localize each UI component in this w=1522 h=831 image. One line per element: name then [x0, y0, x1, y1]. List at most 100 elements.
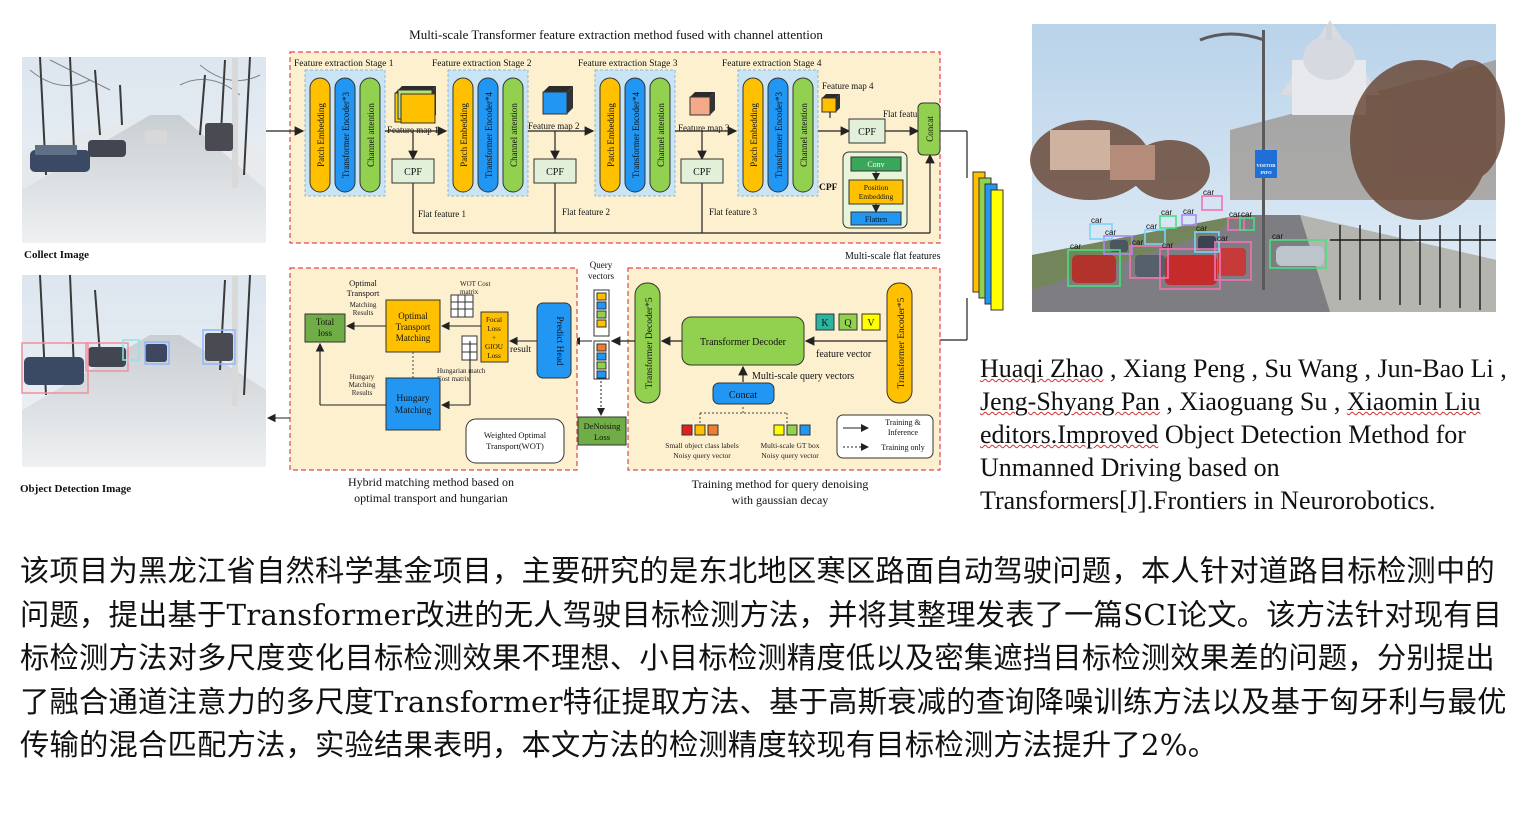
s2-encoder-text: Transformer Encoder*4	[484, 92, 494, 178]
cpf-2-text: CPF	[546, 167, 564, 178]
stage-2-label: Feature extraction Stage 2	[432, 59, 532, 69]
predict-head-box: Predict Head	[536, 302, 572, 379]
transformer-decoder-5: Transformer Decoder*5	[634, 282, 661, 404]
cpf-box-3: CPF	[680, 158, 724, 184]
decoder-box-text: Transformer Decoder	[700, 337, 787, 348]
car-label-8: car	[1091, 216, 1102, 225]
feature-map-1-cube	[394, 86, 436, 124]
car-label-12: car	[1229, 210, 1240, 219]
sign-text-2: INFO	[1260, 170, 1272, 175]
feature-vector-label: feature vector	[816, 349, 872, 360]
s4-attn-text: Channel attention	[799, 103, 809, 167]
car-label-2: car	[1162, 241, 1173, 250]
feature-map-1-label: Feature map 1	[387, 125, 438, 135]
s1-attn-text: Channel attention	[366, 103, 376, 167]
ref-part-5: Xiaomin Liu	[1346, 387, 1481, 416]
decoder5-text: Transformer Decoder*5	[644, 297, 655, 388]
car-label-14: car	[1241, 210, 1252, 219]
encoder5-text: Transformer Encoder*5	[896, 297, 907, 388]
denoising-loss-box: DeNoising Loss	[577, 416, 627, 446]
cpf-box-2: CPF	[533, 158, 577, 184]
legend-small-line1: Small object class labels	[665, 441, 739, 450]
s2-attn-text: Channel attention	[509, 103, 519, 167]
detection-image-photo	[21, 274, 266, 467]
car-label-9: car	[1146, 222, 1157, 231]
cpf-1-text: CPF	[404, 167, 422, 178]
flat-feature-1-label: Flat feature 1	[418, 209, 466, 219]
query-vector-stack	[593, 289, 610, 380]
hybrid-caption-2: optimal transport and hungarian	[354, 491, 508, 505]
multi-scale-flat-stack	[972, 171, 1004, 311]
s3-patch-text: Patch Embedding	[606, 103, 616, 167]
collect-image-photo	[22, 56, 266, 243]
flat-feature-4-label: Flat feature 4	[883, 109, 931, 119]
ref-part-2: , Xiang Peng , Su Wang , Jun-Bao Li ,	[1103, 354, 1507, 383]
cpf-box-1: CPF	[391, 158, 435, 184]
gt-box-squares	[773, 424, 811, 436]
car-label-10: car	[1161, 208, 1172, 217]
s1-patch-text: Patch Embedding	[316, 103, 326, 167]
small-object-squares	[681, 424, 719, 436]
street-detection-photo: VISITOR INFO	[1030, 20, 1505, 312]
car-label-1: car	[1070, 242, 1081, 251]
hybrid-caption-1: Hybrid matching method based on	[348, 475, 514, 489]
concat-box-bottom: Concat	[712, 382, 775, 405]
training-caption-2: with gaussian decay	[732, 493, 829, 507]
feature-map-3-cube	[689, 92, 715, 116]
ref-part-1: Huaqi Zhao	[980, 354, 1104, 383]
flat-feature-3-label: Flat feature 3	[709, 207, 757, 217]
feature-map-3-label: Feature map 3	[678, 123, 730, 133]
cpf-conv-text: Conv	[867, 160, 884, 169]
stage-4-label: Feature extraction Stage 4	[722, 59, 822, 69]
training-caption-1: Training method for query denoising	[692, 477, 869, 491]
ref-part-8: Object Detection Method for Unmanned Dri…	[980, 420, 1466, 515]
legend-train-infer-2: Inference	[888, 428, 919, 437]
q-text: Q	[844, 318, 852, 329]
cpf-4-text: CPF	[858, 127, 876, 138]
concat-top-text: Concat	[925, 116, 935, 142]
stage-1-block: Patch Embedding Transformer Encoder*3 Ch…	[304, 69, 386, 197]
cpf-detail-label: CPF	[819, 183, 838, 193]
legend-gt-line2: Noisy query vector	[761, 451, 819, 460]
denoising-2: Loss	[594, 432, 610, 442]
result-label: result	[510, 345, 531, 355]
concat-bottom-text: Concat	[729, 390, 758, 401]
sign-text-1: VISITOR	[1257, 163, 1277, 168]
cpf-box-4: CPF	[848, 118, 886, 144]
stage-1-label: Feature extraction Stage 1	[294, 59, 394, 69]
legend-train-only: Training only	[881, 443, 925, 452]
s4-encoder-text: Transformer Encoder*3	[774, 92, 784, 178]
flat-feature-2-label: Flat feature 2	[562, 207, 610, 217]
legend-train-infer-1: Training &	[885, 418, 921, 427]
feature-map-2-cube	[542, 86, 573, 115]
query-vectors-2: vectors	[588, 271, 614, 281]
denoising-1: DeNoising	[584, 421, 622, 431]
project-description: 该项目为黑龙江省自然科学基金项目，主要研究的是东北地区寒区路面自动驾驶问题，本人…	[20, 554, 1507, 762]
stage-3-label: Feature extraction Stage 3	[578, 59, 678, 69]
multi-scale-query-label: Multi-scale query vectors	[752, 371, 854, 382]
stage-3-block: Patch Embedding Transformer Encoder*4 Ch…	[594, 69, 676, 197]
feature-map-4-cube	[821, 94, 840, 113]
stage-2-block: Patch Embedding Transformer Encoder*4 Ch…	[447, 69, 529, 197]
ref-part-3: Jeng-Shyang Pan	[980, 387, 1160, 416]
multi-scale-flat-label: Multi-scale flat features	[845, 251, 941, 262]
car-label-11: car	[1183, 207, 1194, 216]
diagram-title: Multi-scale Transformer feature extracti…	[409, 27, 823, 42]
detection-image-label: Object Detection Image	[20, 483, 131, 495]
kqv-boxes: K Q V	[815, 313, 881, 331]
